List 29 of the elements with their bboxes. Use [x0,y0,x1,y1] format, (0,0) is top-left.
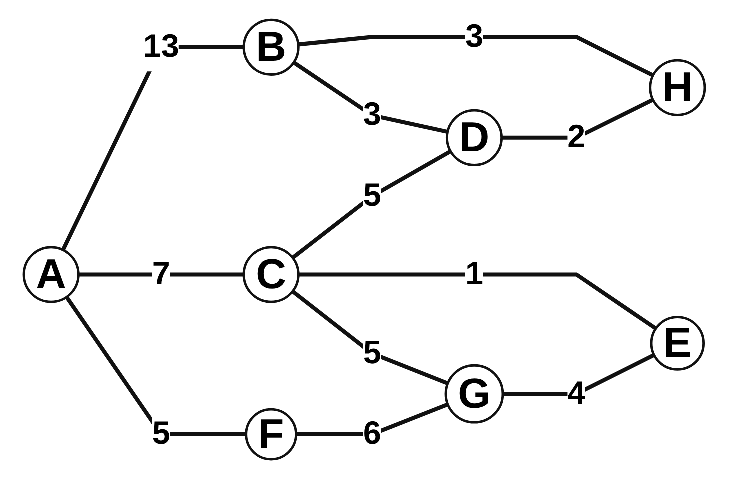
node-circle: H [649,59,706,116]
connector [78,272,244,277]
connector [65,296,246,437]
node-circle: E [650,316,706,371]
node-circle: A [22,246,80,304]
edge-label: 2 [568,120,586,156]
connector [298,272,658,330]
connector [292,61,448,134]
edge-label: 13 [143,30,180,66]
connector [292,150,452,260]
node-circle: F [245,408,298,461]
edge-label: 5 [363,336,382,372]
edge-label: 6 [363,416,382,452]
edge-label: 5 [363,178,382,214]
node-circle: G [444,364,504,424]
connector [292,290,449,386]
edge-label: 7 [152,256,170,293]
edge-label: 3 [465,19,484,55]
connector [298,35,654,78]
connector [296,402,449,437]
connector [502,353,656,396]
node-circle: D [446,109,504,166]
edge-label: 3 [363,98,382,134]
edge-label: 5 [152,416,170,452]
edge-label: 1 [465,256,484,293]
node-circle: B [242,18,300,76]
node-circle: C [242,246,300,304]
connector [502,98,654,140]
edge-label: 4 [568,376,586,412]
